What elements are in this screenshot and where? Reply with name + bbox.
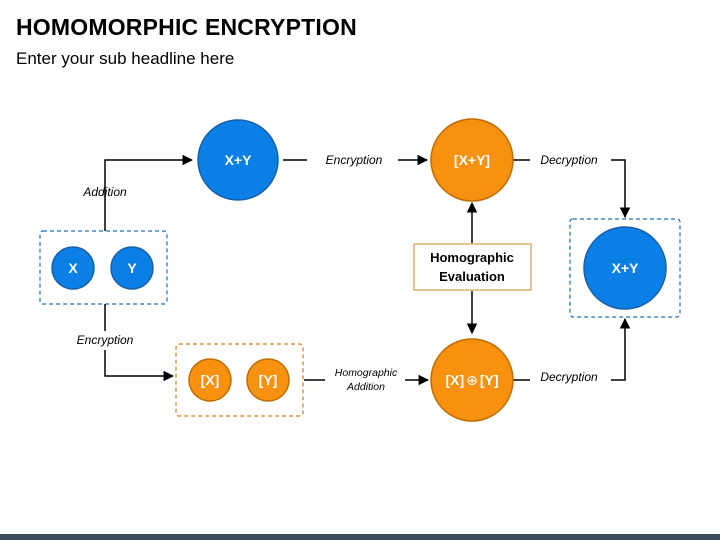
oplus-icon: ⊕	[466, 372, 478, 388]
enc-addition-x-part: [X]	[445, 372, 464, 388]
homographic-addition-label-line1: Homographic	[335, 367, 398, 379]
page-subtitle: Enter your sub headline here	[16, 49, 235, 68]
plain-sum-label: X+Y	[225, 152, 253, 168]
decryption-top-arrow	[611, 159, 631, 219]
addition-label: Addition	[82, 185, 127, 199]
plain-x-label: X	[68, 260, 78, 276]
plain-y-label: Y	[127, 260, 137, 276]
homographic-evaluation-line1: Homographic	[430, 250, 514, 265]
encryption-left-arrow	[104, 350, 175, 382]
plain-x-node	[51, 246, 95, 290]
homographic-evaluation-box	[413, 243, 532, 291]
encryption-top-label: Encryption	[326, 153, 383, 167]
enc-addition-label: [X]⊕[Y]	[445, 372, 498, 388]
homographic-evaluation-line2: Evaluation	[439, 269, 505, 284]
result-sum-label: X+Y	[612, 260, 640, 276]
encryption-left-label: Encryption	[77, 333, 134, 347]
result-sum-node	[583, 226, 667, 310]
enc-addition-node	[430, 338, 514, 422]
enc-sum-node	[430, 118, 514, 202]
page-title: HOMOMORPHIC ENCRYPTION	[16, 14, 357, 40]
plain-sum-node	[197, 119, 279, 201]
decryption-top-label: Decryption	[540, 153, 598, 167]
result-group-box	[569, 218, 681, 318]
plain-y-node	[110, 246, 154, 290]
enc-y-label: [Y]	[259, 372, 278, 388]
decryption-bottom-label: Decryption	[540, 370, 598, 384]
decryption-bottom-arrow	[611, 317, 631, 381]
enc-y-node	[246, 358, 290, 402]
addition-connector	[104, 154, 194, 231]
enc-addition-y-part: [Y]	[480, 372, 499, 388]
enc-x-label: [X]	[201, 372, 220, 388]
enc-x-node	[188, 358, 232, 402]
footer-bar	[0, 534, 720, 540]
enc-sum-label: [X+Y]	[454, 152, 490, 168]
homographic-addition-label-line2: Addition	[346, 381, 385, 393]
